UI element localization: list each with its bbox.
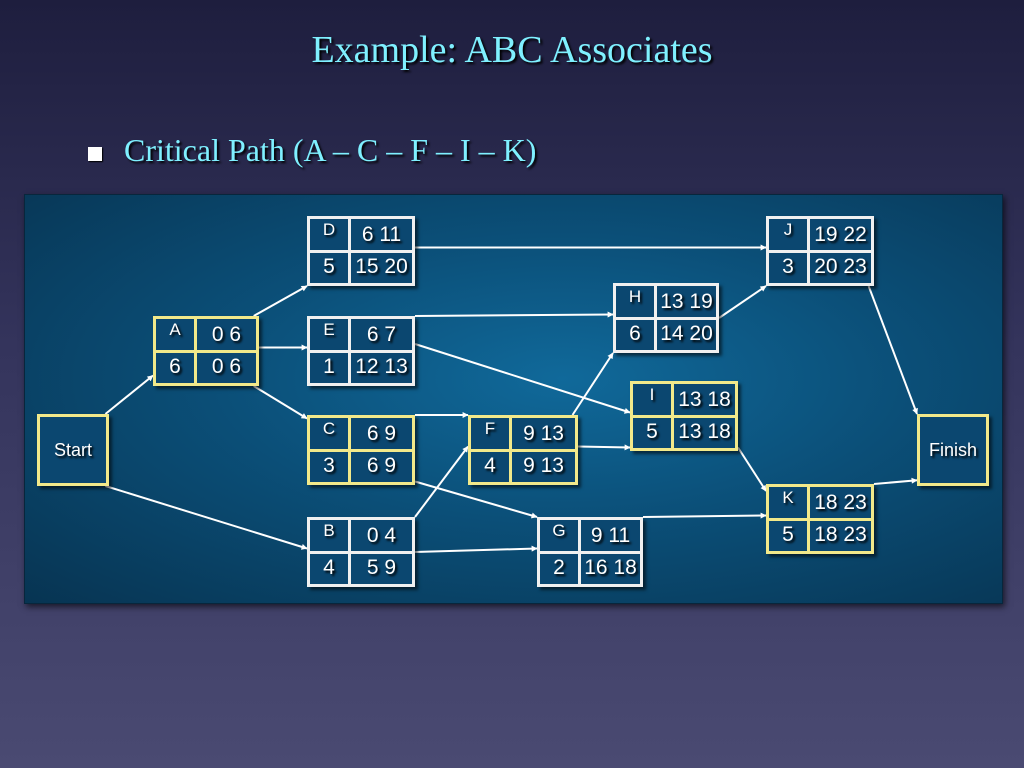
edge-b-f	[414, 445, 469, 518]
activity-name: G	[552, 521, 566, 540]
activity-name: C	[322, 419, 336, 438]
latest-start-finish: 13 18	[678, 420, 731, 443]
node-divider-horizontal	[310, 350, 412, 353]
earliest-start-finish: 19 22	[814, 223, 867, 246]
activity-node-j: J 3 19 22 20 23	[766, 216, 874, 286]
earliest-start-finish: 9 13	[523, 422, 564, 445]
activity-name: E	[323, 320, 335, 339]
latest-start-finish: 0 6	[211, 355, 242, 378]
activity-duration: 2	[553, 556, 565, 579]
node-divider-horizontal	[540, 551, 640, 554]
edge-k-finish	[873, 477, 918, 485]
activity-duration: 6	[169, 355, 181, 378]
latest-start-finish: 15 20	[355, 255, 408, 278]
edge-a-c	[253, 385, 308, 420]
edge-i-k	[737, 446, 767, 492]
activity-name: A	[169, 320, 181, 339]
edge-a-d	[253, 285, 308, 317]
earliest-start-finish: 18 23	[814, 491, 867, 514]
activity-duration: 5	[323, 255, 335, 278]
activity-duration: 3	[782, 255, 794, 278]
activity-name: H	[628, 287, 642, 306]
edge-c-g	[414, 480, 538, 519]
edge-e-i	[414, 343, 631, 414]
latest-start-finish: 20 23	[814, 255, 867, 278]
earliest-start-finish: 0 4	[366, 524, 397, 547]
edge-start-a	[104, 374, 154, 415]
bullet-text: Critical Path (A – C – F – I – K)	[124, 132, 537, 168]
latest-start-finish: 14 20	[660, 322, 713, 345]
edge-b-g	[414, 545, 538, 553]
activity-duration: 4	[484, 454, 496, 477]
activity-name: I	[649, 385, 655, 404]
activity-node-e: E 1 6 7 12 13	[307, 316, 415, 386]
latest-start-finish: 18 23	[814, 523, 867, 546]
activity-name: K	[782, 488, 794, 507]
node-divider-horizontal	[471, 449, 575, 452]
activity-name: J	[783, 220, 793, 239]
activity-duration: 4	[323, 556, 335, 579]
edge-f-i	[577, 444, 631, 451]
square-bullet-icon	[88, 146, 102, 161]
activity-node-h: H 6 13 19 14 20	[613, 283, 719, 353]
activity-duration: 3	[323, 454, 335, 477]
earliest-start-finish: 13 19	[660, 290, 713, 313]
edge-e-h	[414, 311, 614, 318]
node-divider-horizontal	[633, 415, 735, 418]
node-divider-horizontal	[310, 449, 412, 452]
activity-duration: 5	[782, 523, 794, 546]
node-divider-horizontal	[310, 551, 412, 554]
activity-duration: 5	[646, 420, 658, 443]
activity-duration: 6	[629, 322, 641, 345]
bullet-item: Critical Path (A – C – F – I – K)	[88, 132, 536, 169]
activity-name: B	[323, 521, 335, 540]
network-diagram-panel: Start Finish A 6 0 6 0 6 B 4 0 4 5 9 C 3 6 9 6 9 D 5 6…	[24, 194, 1003, 604]
edge-g-k	[642, 512, 767, 519]
finish-node: Finish	[917, 414, 989, 486]
activity-name: D	[322, 220, 336, 239]
slide-title: Example: ABC Associates	[311, 29, 713, 71]
latest-start-finish: 12 13	[355, 355, 408, 378]
activity-node-a: A 6 0 6 0 6	[153, 316, 259, 386]
node-divider-horizontal	[769, 250, 871, 253]
latest-start-finish: 5 9	[366, 556, 397, 579]
node-divider-horizontal	[310, 250, 412, 253]
earliest-start-finish: 6 11	[361, 223, 402, 246]
earliest-start-finish: 6 7	[366, 323, 397, 346]
edge-j-finish	[867, 285, 918, 415]
activity-node-i: I 5 13 18 13 18	[630, 381, 738, 451]
start-node: Start	[37, 414, 109, 486]
activity-node-b: B 4 0 4 5 9	[307, 517, 415, 587]
latest-start-finish: 6 9	[366, 454, 397, 477]
activity-node-g: G 2 9 11 16 18	[537, 517, 643, 587]
activity-name: F	[484, 419, 496, 438]
activity-node-d: D 5 6 11 15 20	[307, 216, 415, 286]
node-divider-horizontal	[616, 317, 716, 320]
node-divider-horizontal	[769, 518, 871, 521]
network-edges	[104, 244, 918, 553]
latest-start-finish: 16 18	[584, 556, 637, 579]
earliest-start-finish: 0 6	[211, 323, 242, 346]
earliest-start-finish: 6 9	[366, 422, 397, 445]
edge-f-h	[571, 352, 614, 416]
activity-node-k: K 5 18 23 18 23	[766, 484, 874, 554]
edge-start-b	[105, 485, 308, 550]
activity-node-f: F 4 9 13 9 13	[468, 415, 578, 485]
activity-node-c: C 3 6 9 6 9	[307, 415, 415, 485]
earliest-start-finish: 13 18	[678, 388, 731, 411]
activity-duration: 1	[323, 355, 335, 378]
earliest-start-finish: 9 11	[590, 524, 631, 547]
latest-start-finish: 9 13	[523, 454, 564, 477]
node-divider-horizontal	[156, 350, 256, 353]
edge-h-j	[718, 285, 767, 319]
